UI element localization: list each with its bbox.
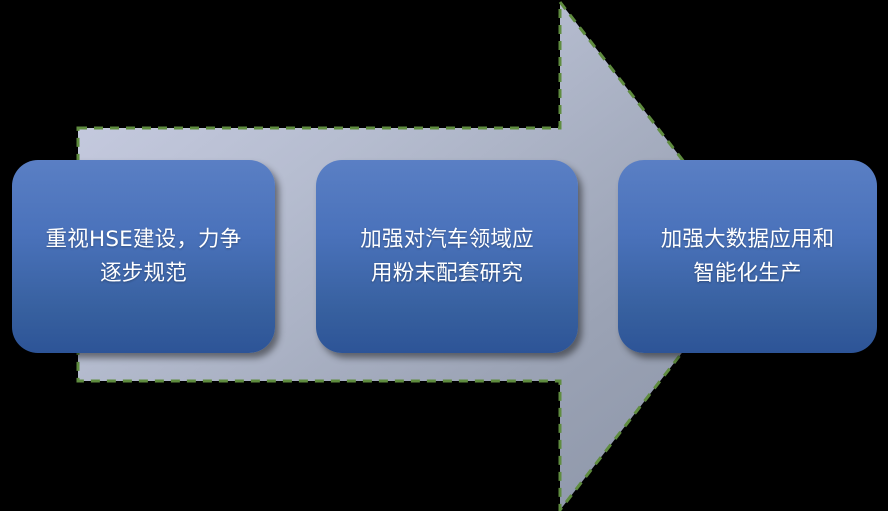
process-box-3-label: 加强大数据应用和 智能化生产 — [660, 226, 835, 286]
process-box-1-label: 重视HSE建设，力争 逐步规范 — [45, 226, 242, 286]
arrow-selection-outline — [76, 0, 759, 511]
process-box-2[interactable]: 加强对汽车领域应 用粉末配套研究 — [316, 160, 578, 353]
process-box-3[interactable]: 加强大数据应用和 智能化生产 — [618, 160, 877, 353]
process-box-2-label: 加强对汽车领域应 用粉末配套研究 — [360, 226, 534, 286]
process-box-1[interactable]: 重视HSE建设，力争 逐步规范 — [12, 160, 275, 353]
